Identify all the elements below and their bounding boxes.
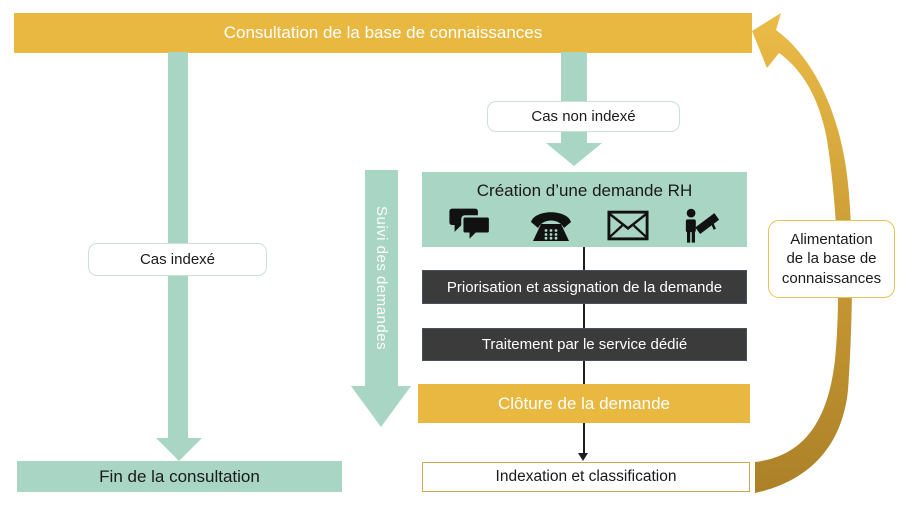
indexation-label: Indexation et classification <box>495 468 677 485</box>
fin-consultation-box: Fin de la consultation <box>17 461 342 492</box>
alimentation-line-2: de la base de <box>786 250 877 268</box>
non-indexed-arrow-upper-shaft <box>561 52 587 102</box>
connector-cloture-indexation <box>583 423 585 455</box>
traitement-box: Traitement par le service dédié <box>422 328 747 361</box>
cloture-box: Clôture de la demande <box>418 384 750 423</box>
connector-traitement-cloture <box>583 361 585 384</box>
megaphone-icon <box>683 207 721 244</box>
suivi-arrow-label: Suivi des demandes <box>373 205 390 351</box>
cloture-label: Clôture de la demande <box>497 393 670 413</box>
alimentation-line-3: connaissances <box>781 269 882 287</box>
cas-non-indexe-label: Cas non indexé <box>531 108 636 125</box>
suivi-arrow-shaft <box>365 170 398 386</box>
traitement-label: Traitement par le service dédié <box>481 336 688 353</box>
connector-indexation-arrow-head <box>578 453 588 461</box>
channel-icon-row <box>422 206 747 244</box>
creation-demande-box: Création d’une demande RH <box>422 172 747 247</box>
fin-consultation-label: Fin de la consultation <box>99 466 260 486</box>
non-indexed-arrow-head <box>546 143 602 166</box>
chat-icon <box>448 206 494 244</box>
priorisation-label: Priorisation et assignation de la demand… <box>446 278 723 296</box>
connector-priorisation-traitement <box>583 304 585 328</box>
mail-icon <box>607 210 649 241</box>
connector-creation-priorisation <box>583 247 585 270</box>
non-indexed-arrow-lower-shaft <box>561 131 587 144</box>
cas-indexe-callout: Cas indexé <box>88 243 267 276</box>
phone-icon <box>528 207 574 243</box>
cas-indexe-label: Cas indexé <box>139 251 216 268</box>
creation-demande-title: Création d’une demande RH <box>476 181 693 200</box>
consultation-banner-label: Consultation de la base de connaissances <box>223 23 543 42</box>
indexed-case-arrow-head <box>156 438 202 461</box>
cas-non-indexe-callout: Cas non indexé <box>487 101 680 132</box>
indexation-box: Indexation et classification <box>422 462 750 492</box>
priorisation-box: Priorisation et assignation de la demand… <box>422 270 747 304</box>
suivi-arrow-head <box>351 386 411 427</box>
consultation-banner: Consultation de la base de connaissances <box>14 13 752 53</box>
alimentation-callout: Alimentation de la base de connaissances <box>768 220 895 298</box>
alimentation-line-1: Alimentation <box>790 230 873 248</box>
